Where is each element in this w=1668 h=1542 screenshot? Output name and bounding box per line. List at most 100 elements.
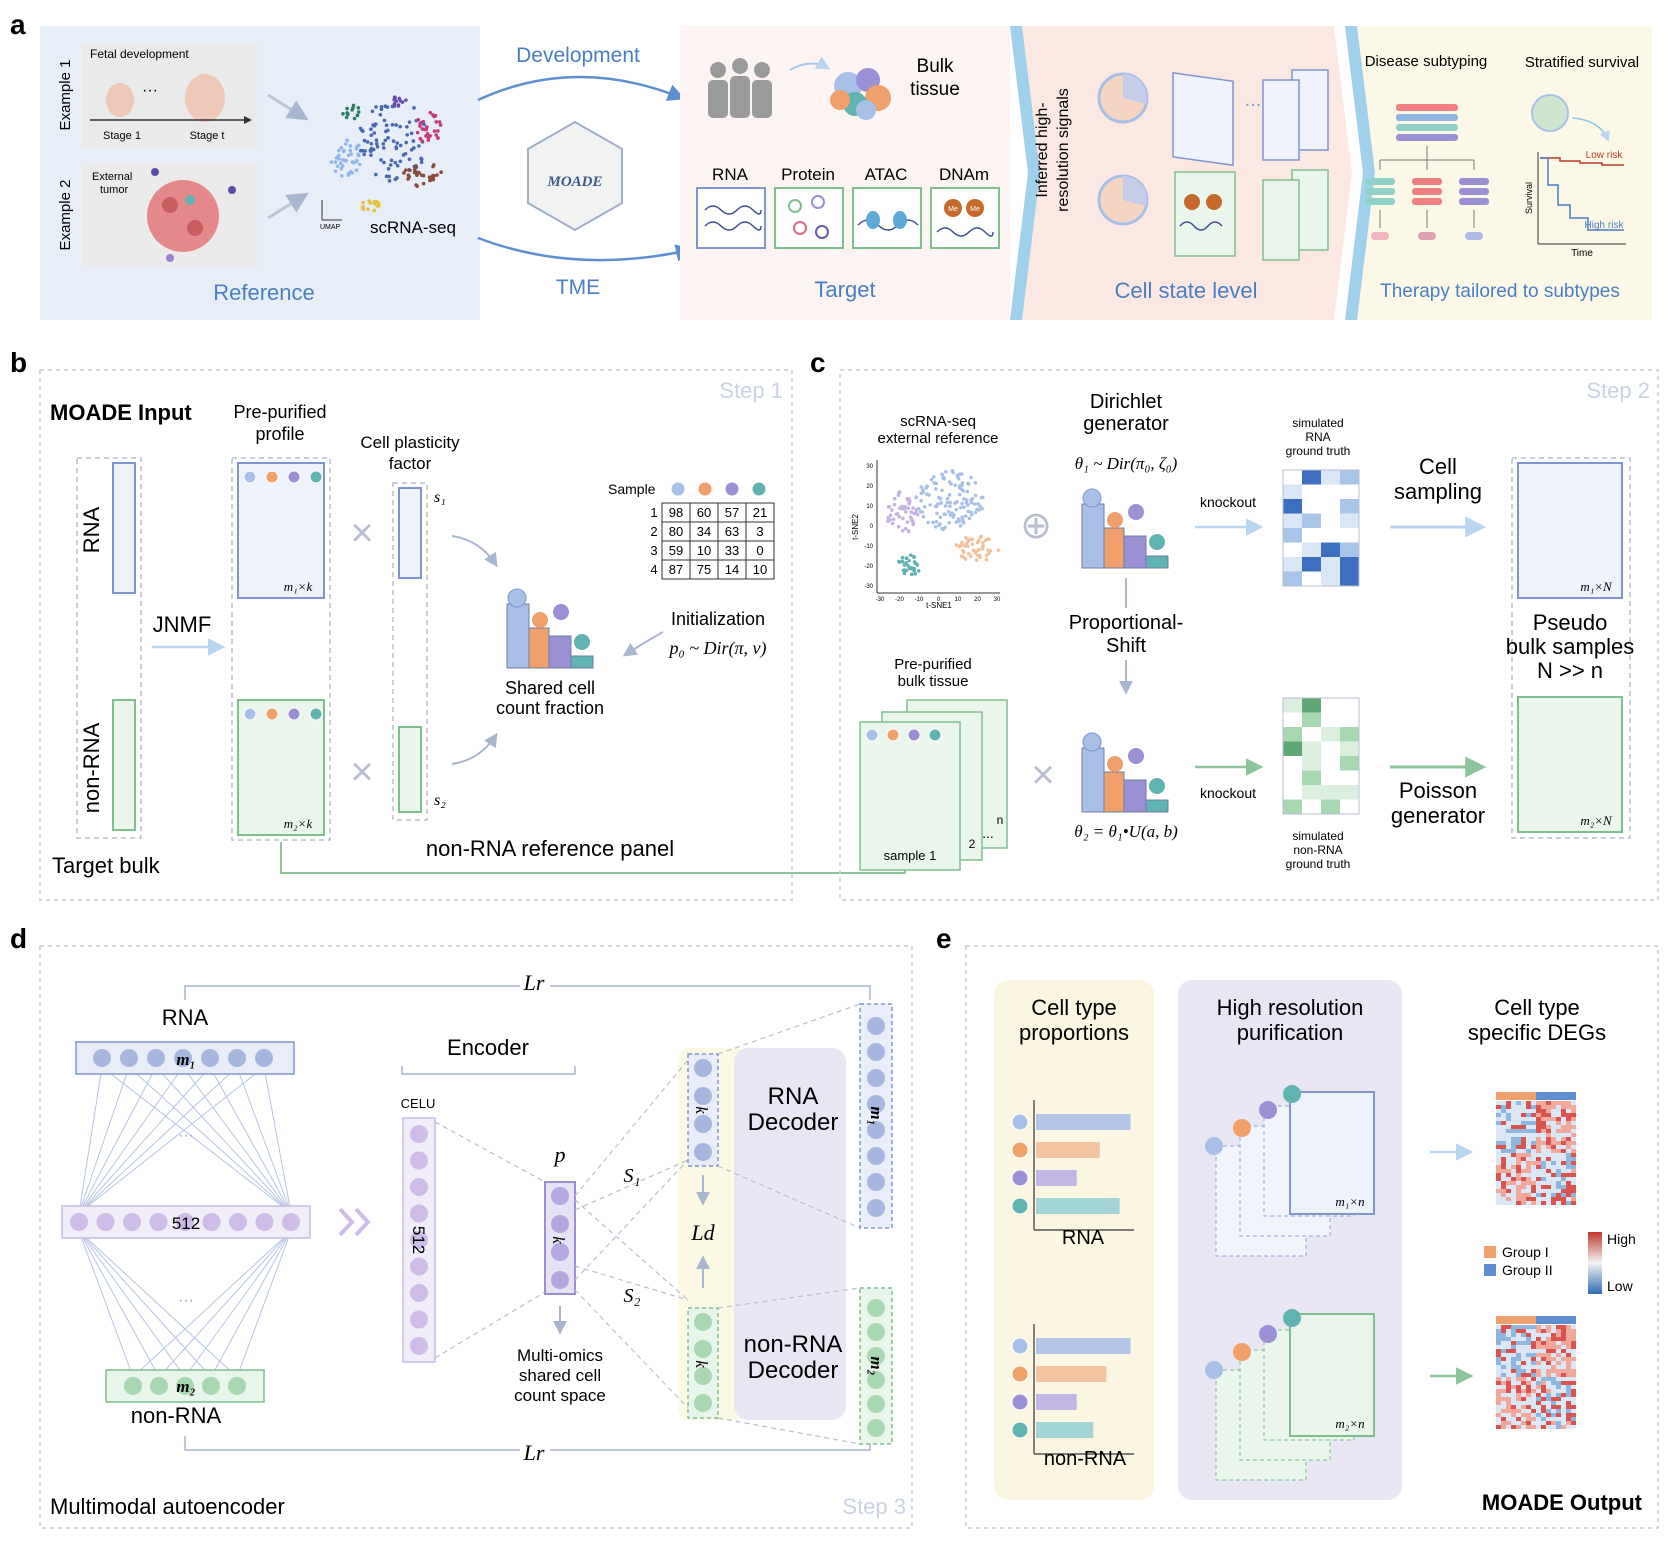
umap-point (391, 139, 396, 143)
deg-cell (1566, 1401, 1571, 1405)
deg-cell (1546, 1389, 1551, 1393)
deg-cell (1561, 1153, 1566, 1157)
tsne-point (892, 496, 897, 501)
tumor-label-1: External (92, 171, 132, 183)
tme-arrow (477, 236, 694, 262)
umap-point (362, 138, 367, 143)
sample-value: 57 (725, 505, 739, 520)
tsne-point (964, 498, 969, 502)
deg-cell (1531, 1185, 1536, 1189)
deg-cell (1501, 1165, 1506, 1169)
tsne-point (976, 502, 980, 506)
celu-label: CELU (401, 1096, 436, 1111)
deg-cell (1571, 1405, 1576, 1409)
deg-cell (1551, 1385, 1556, 1389)
deg-cell (1526, 1421, 1531, 1425)
tsne-point (940, 472, 944, 477)
deg-cell (1566, 1413, 1571, 1417)
deg-cell (1551, 1381, 1556, 1385)
deg-cell (1506, 1337, 1511, 1341)
panel-e-frame (965, 945, 1659, 1529)
bulk-sample-cells (865, 728, 942, 742)
deg-cell (1556, 1125, 1561, 1129)
deg-cell (1531, 1409, 1536, 1413)
deg-cell (1556, 1393, 1561, 1397)
deg-cell (1511, 1189, 1516, 1193)
tsne-point (912, 560, 917, 564)
deg-cell (1561, 1425, 1566, 1429)
tsne-point (921, 488, 925, 492)
heatmap-cell (1340, 513, 1359, 528)
deg-cell (1531, 1113, 1536, 1117)
tsne-point (949, 482, 953, 486)
deg-cell (1526, 1133, 1531, 1137)
umap-point (407, 120, 412, 124)
deg-cell (1511, 1177, 1516, 1181)
dirichlet-barplot-icon (1081, 488, 1169, 569)
tsne-point (961, 489, 965, 493)
umap-point (340, 164, 345, 168)
tsne-point (938, 497, 943, 501)
deg-cell (1561, 1329, 1566, 1333)
purified-rna-stack (1205, 1085, 1375, 1257)
cell-sampling-label-1: Cell (1419, 454, 1457, 479)
deg-label-1: Cell type (1494, 995, 1580, 1020)
sample-value: 0 (756, 543, 763, 558)
m2n-label: m₂×N (1580, 813, 1613, 828)
deg-cell (1536, 1381, 1541, 1385)
heatmap-cell (1283, 727, 1302, 742)
cellstate-non-rna-stack (1174, 169, 1329, 261)
proportion-bar (1036, 1114, 1131, 1130)
high-label: High (1607, 1231, 1636, 1247)
multi-label-3: count space (514, 1386, 606, 1405)
tsne-point (907, 501, 912, 506)
network-node (867, 1395, 885, 1413)
tsne-point (914, 495, 918, 500)
deg-cell (1551, 1425, 1556, 1429)
umap-point (379, 107, 384, 112)
deg-cell (1511, 1413, 1516, 1417)
sample-value: 87 (669, 562, 683, 577)
pill-icon (1418, 232, 1436, 240)
deg-cell (1521, 1113, 1526, 1117)
deg-cell (1546, 1381, 1551, 1385)
tsne-point (896, 493, 901, 498)
deg-cell (1571, 1113, 1576, 1117)
tsne-point (974, 558, 979, 562)
deg-cell (1541, 1389, 1546, 1393)
deg-cell (1561, 1409, 1566, 1413)
deg-cell (1516, 1157, 1521, 1161)
deg-cell (1556, 1165, 1561, 1169)
tsne-point (966, 509, 970, 514)
deg-cell (1531, 1145, 1536, 1149)
umap-point (384, 129, 388, 134)
example1-label: Example 1 (57, 60, 74, 131)
protein-blob (815, 225, 829, 239)
tsne-point (960, 481, 965, 485)
deg-cell (1541, 1125, 1546, 1129)
deg-cell (1571, 1121, 1576, 1125)
deg-cell (1531, 1201, 1536, 1205)
deg-cell (1511, 1133, 1516, 1137)
tsne-point (913, 572, 918, 576)
deg-cell (1531, 1393, 1536, 1397)
umap-point (418, 124, 422, 128)
connection (128, 1066, 292, 1214)
deg-cell (1516, 1185, 1521, 1189)
deg-cell (1546, 1369, 1551, 1373)
deg-cell (1531, 1101, 1536, 1105)
deg-cell (1501, 1189, 1506, 1193)
tsne-point (910, 566, 914, 571)
tsne-point (919, 498, 923, 503)
deg-cell (1521, 1149, 1526, 1153)
deg-cell (1496, 1101, 1501, 1105)
deg-cell (1536, 1169, 1541, 1173)
tsne-point (970, 537, 975, 541)
tumor-cell (162, 197, 178, 213)
tsne-point (939, 501, 943, 505)
deg-cell (1566, 1405, 1571, 1409)
prepure-bulk-label-1: Pre-purified (894, 656, 972, 673)
bulk-sample-1 (859, 721, 961, 871)
deg-cell (1506, 1397, 1511, 1401)
tsne-point (960, 540, 964, 545)
